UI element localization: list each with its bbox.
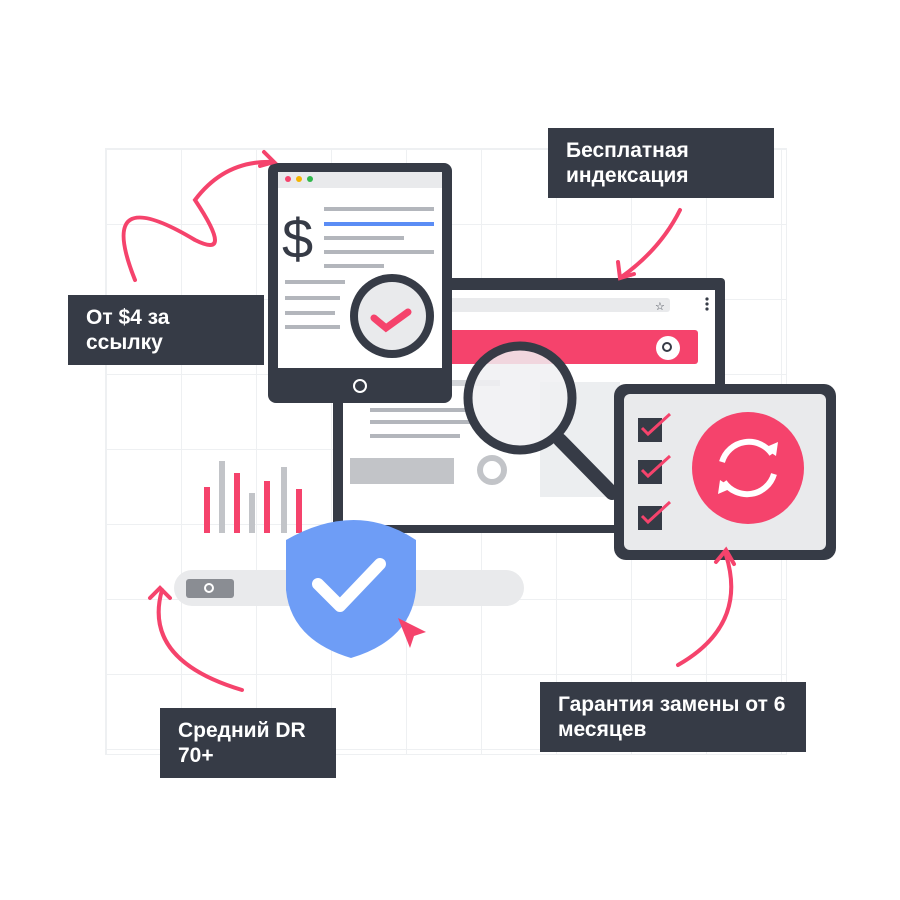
checklist-panel [614,384,836,560]
tablet: $ [268,163,452,403]
arrows [121,150,736,692]
label-free-indexing: Бесплатная индексация [548,128,774,198]
svg-text:$: $ [282,207,313,270]
magnifier-icon [463,341,619,500]
label-price: От $4 за ссылку [68,295,264,365]
shield-check-icon [286,520,426,658]
label-guarantee: Гарантия замены от 6 месяцев [540,682,806,752]
svg-text:☆: ☆ [655,301,665,313]
label-avg-dr: Средний DR 70+ [160,708,336,778]
bar-chart-icon [204,461,302,533]
